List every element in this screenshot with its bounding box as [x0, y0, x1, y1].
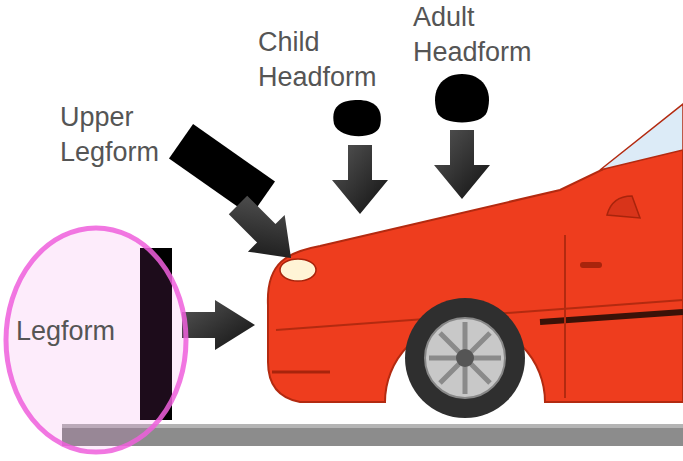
hub	[456, 349, 474, 367]
side-mirror	[607, 196, 640, 218]
upper-legform-impactor	[169, 124, 275, 216]
impact-arrow	[434, 130, 490, 199]
spoke	[440, 333, 490, 383]
headlight	[280, 259, 316, 281]
side-stripe	[540, 312, 683, 322]
spoke	[440, 333, 490, 383]
tire	[405, 298, 525, 418]
highlight-ellipse	[6, 228, 186, 452]
adult-headform-impactor	[435, 74, 489, 123]
door-line	[564, 235, 566, 398]
impact-arrow	[220, 187, 310, 277]
bumper-line	[272, 371, 330, 374]
impactor-label: Adult Headform	[413, 0, 532, 70]
impactor-label: Upper Legform	[60, 100, 159, 170]
windshield	[600, 104, 683, 170]
rim-spokes	[429, 322, 501, 394]
impactor-label: Child Headform	[258, 25, 377, 95]
child-headform-impactor	[333, 100, 381, 136]
impact-arrow	[332, 145, 388, 214]
impactor-label: Legform	[16, 314, 115, 349]
impact-arrow	[182, 300, 255, 350]
door-handle	[580, 262, 602, 268]
rim	[425, 318, 505, 398]
